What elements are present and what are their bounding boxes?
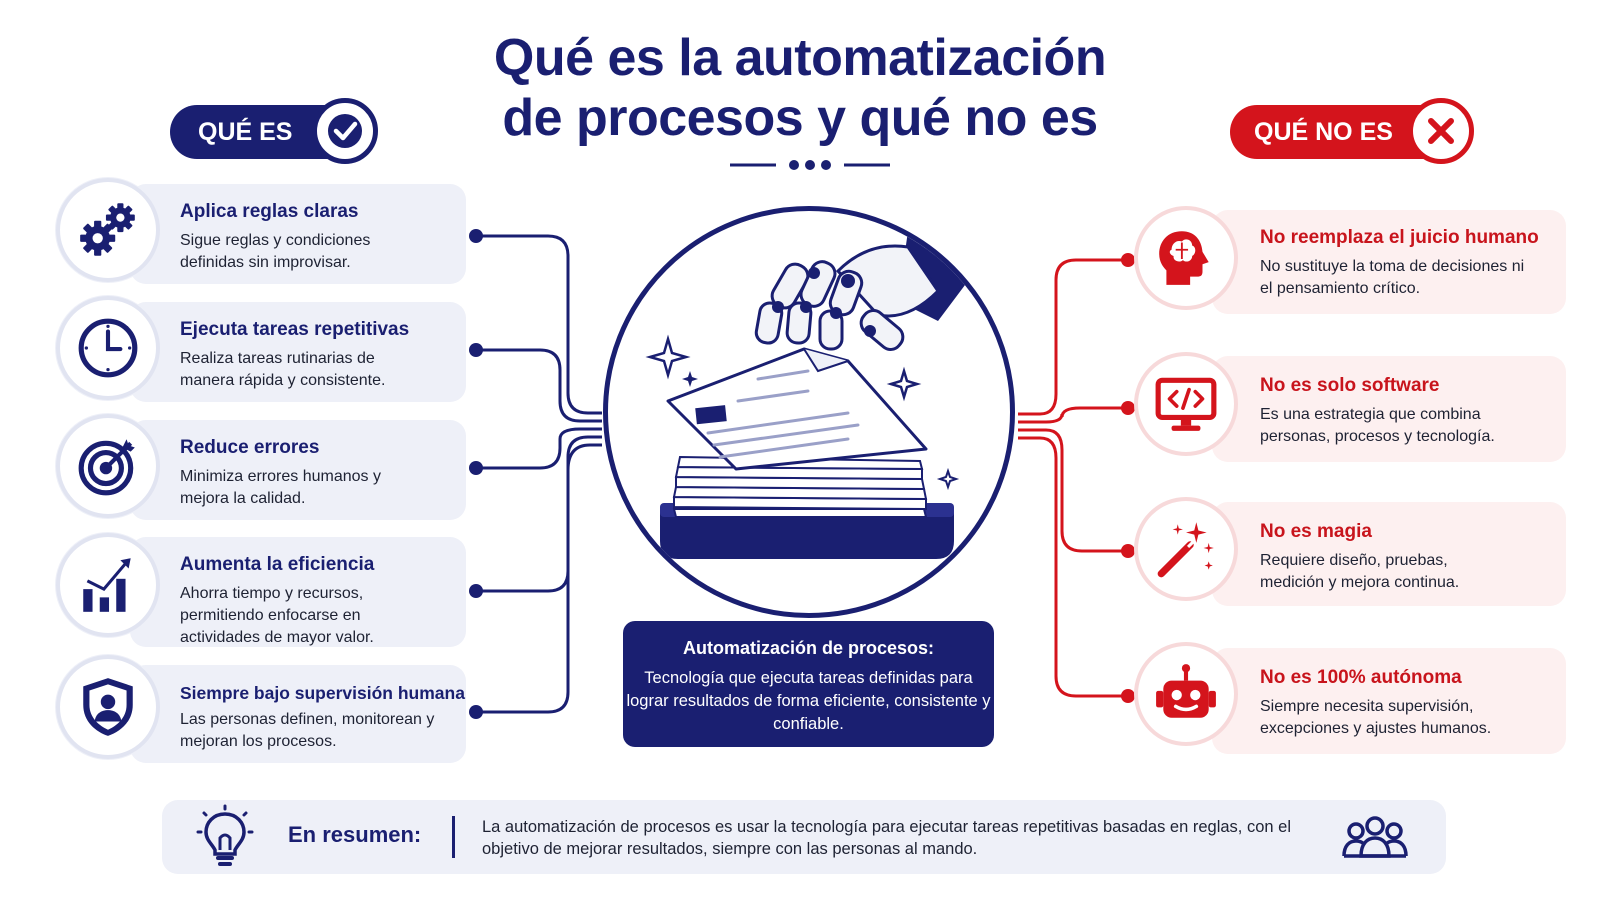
card-title: No es solo software: [1260, 375, 1440, 396]
card-tareas-repetitivas: Ejecuta tareas repetitivas Realiza tarea…: [130, 302, 466, 402]
card-juicio-humano: No reemplaza el juicio humano No sustitu…: [1212, 210, 1566, 314]
card-title: Aplica reglas claras: [180, 201, 359, 222]
summary-text: La automatización de procesos es usar la…: [482, 818, 1291, 858]
que-es-badge: QUÉ ES: [170, 98, 378, 164]
card-description: Es una estrategia que combina personas, …: [1260, 406, 1495, 445]
page-title: Qué es la automatización de procesos y q…: [0, 28, 1600, 148]
card-title: Siempre bajo supervisión humana: [180, 683, 465, 703]
card-title: No es magia: [1260, 521, 1372, 542]
card-description: Ahorra tiempo y recursos, permitiendo en…: [180, 585, 374, 646]
card-description: Las personas definen, monitorean y mejor…: [180, 711, 435, 750]
card-reduce-errores: Reduce errores Minimiza errores humanos …: [130, 420, 466, 520]
card-title: No es 100% autónoma: [1260, 667, 1462, 688]
card-solo-software: No es solo software Es una estrategia qu…: [1212, 356, 1566, 462]
target-icon: [56, 414, 160, 518]
que-no-es-badge: QUÉ NO ES: [1230, 98, 1474, 164]
card-description: No sustituye la toma de decisiones ni el…: [1260, 258, 1525, 297]
code-monitor-icon: [1134, 352, 1238, 456]
card-title: Aumenta la eficiencia: [180, 554, 375, 575]
gears-icon: [56, 178, 160, 282]
robot-icon: [1134, 642, 1238, 746]
title-line-2: de procesos y qué no es: [502, 89, 1098, 147]
summary-separator: [452, 816, 455, 858]
clock-icon: [56, 296, 160, 400]
magic-wand-icon: [1134, 497, 1238, 601]
card-description: Minimiza errores humanos y mejora la cal…: [180, 468, 381, 507]
x-icon: [1408, 98, 1474, 164]
card-magia: No es magia Requiere diseño, pruebas, me…: [1212, 502, 1566, 606]
summary-label: En resumen:: [288, 822, 422, 847]
lightbulb-icon: [196, 804, 254, 866]
card-aplica-reglas: Aplica reglas claras Sigue reglas y cond…: [130, 184, 466, 284]
card-eficiencia: Aumenta la eficiencia Ahorra tiempo y re…: [130, 537, 466, 647]
que-es-label: QUÉ ES: [198, 117, 293, 146]
summary-bar: En resumen: La automatización de proceso…: [162, 800, 1446, 874]
que-no-es-label: QUÉ NO ES: [1254, 117, 1393, 146]
card-title: Ejecuta tareas repetitivas: [180, 319, 410, 340]
definition-title: Automatización de procesos:: [682, 638, 935, 658]
brain-head-icon: [1134, 206, 1238, 310]
shield-user-icon: [56, 655, 160, 759]
card-description: Requiere diseño, pruebas, medición y mej…: [1260, 552, 1460, 591]
title-divider: [730, 160, 890, 170]
card-description: Realiza tareas rutinarias de manera rápi…: [180, 350, 386, 389]
card-title: Reduce errores: [180, 437, 320, 458]
robot-hand-documents-icon: [645, 231, 968, 559]
card-supervision: Siempre bajo supervisión humana Las pers…: [130, 665, 466, 763]
definition-box: Automatización de procesos: Tecnología q…: [623, 621, 994, 747]
center-illustration: [603, 206, 1015, 618]
definition-description: Tecnología que ejecuta tareas definidas …: [626, 669, 991, 733]
people-icon: [1342, 816, 1408, 858]
card-title: No reemplaza el juicio humano: [1260, 227, 1539, 248]
check-icon: [312, 98, 378, 164]
bar-chart-icon: [56, 533, 160, 637]
card-autonoma: No es 100% autónoma Siempre necesita sup…: [1212, 648, 1566, 754]
title-line-1: Qué es la automatización: [493, 29, 1107, 87]
card-description: Siempre necesita supervisión, excepcione…: [1260, 698, 1492, 737]
card-description: Sigue reglas y condiciones definidas sin…: [180, 232, 371, 271]
